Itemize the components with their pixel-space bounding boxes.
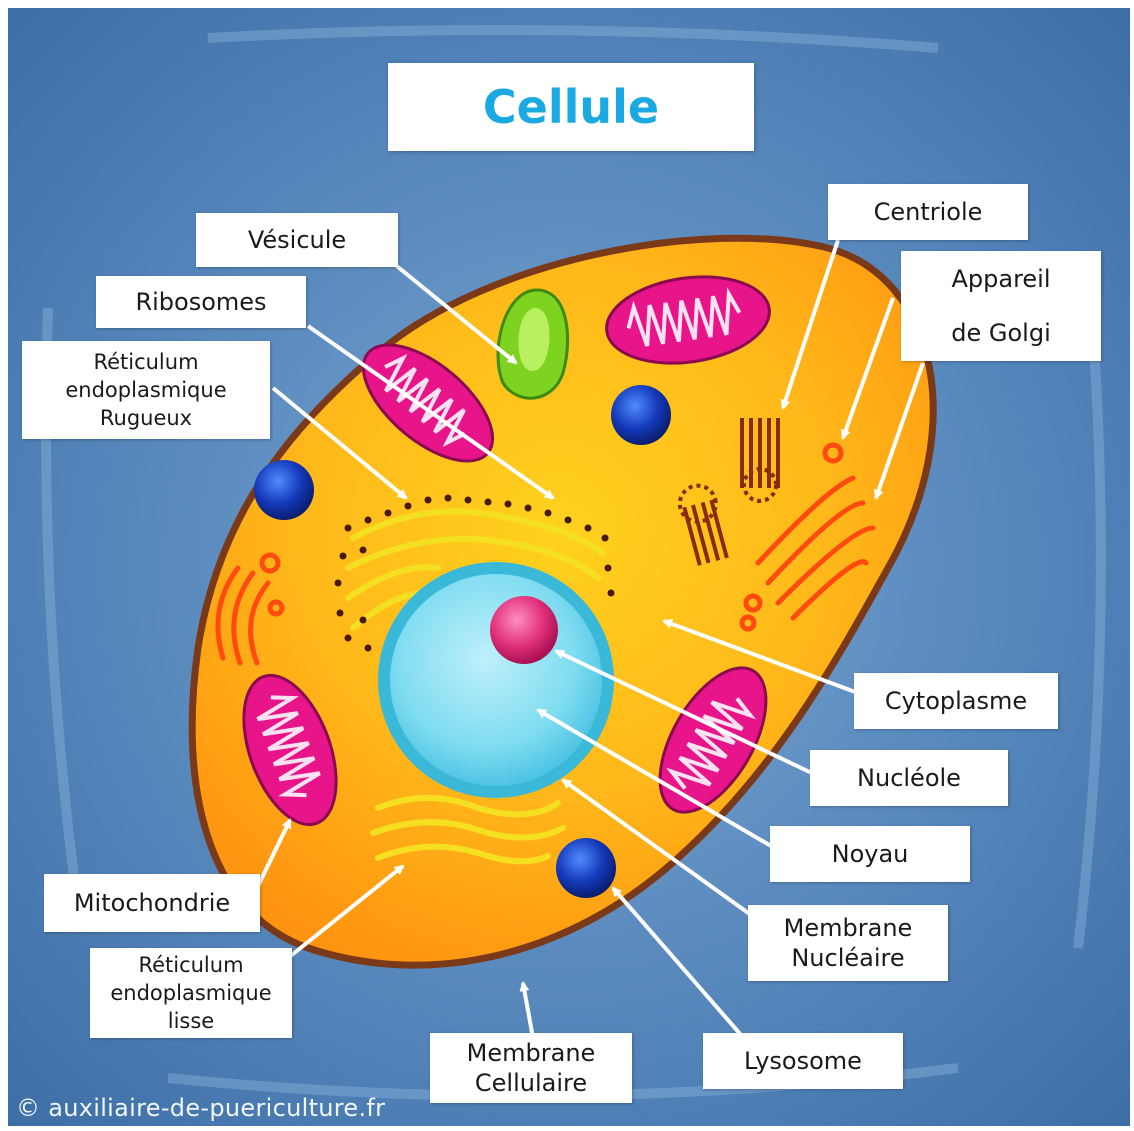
- label-noyau: Noyau: [770, 826, 970, 882]
- nucleolus: [490, 596, 558, 664]
- diagram-frame: Cellule Vésicule Ribosomes Réticulum end…: [8, 8, 1130, 1126]
- label-ribosomes: Ribosomes: [96, 276, 306, 328]
- label-centriole: Centriole: [828, 184, 1028, 240]
- label-vesicule: Vésicule: [196, 213, 398, 267]
- copyright-text: © auxiliaire-de-puericulture.fr: [16, 1094, 385, 1122]
- lysosome: [254, 460, 314, 520]
- label-appareil-golgi: Appareil de Golgi: [901, 251, 1101, 361]
- nucleus: [378, 562, 614, 798]
- nucleoplasm: [390, 574, 602, 786]
- label-lysosome: Lysosome: [703, 1033, 903, 1089]
- label-cytoplasme: Cytoplasme: [854, 673, 1058, 729]
- label-nucleole: Nucléole: [810, 750, 1008, 806]
- lysosome: [556, 838, 616, 898]
- label-membrane-cellulaire: Membrane Cellulaire: [430, 1033, 632, 1103]
- label-reticulum-rugueux: Réticulum endoplasmique Rugueux: [22, 341, 270, 439]
- diagram-title: Cellule: [388, 63, 754, 151]
- lysosome: [611, 385, 671, 445]
- label-reticulum-lisse: Réticulum endoplasmique lisse: [90, 948, 292, 1038]
- label-mitochondrie: Mitochondrie: [44, 874, 260, 932]
- label-membrane-nucleaire: Membrane Nucléaire: [748, 905, 948, 981]
